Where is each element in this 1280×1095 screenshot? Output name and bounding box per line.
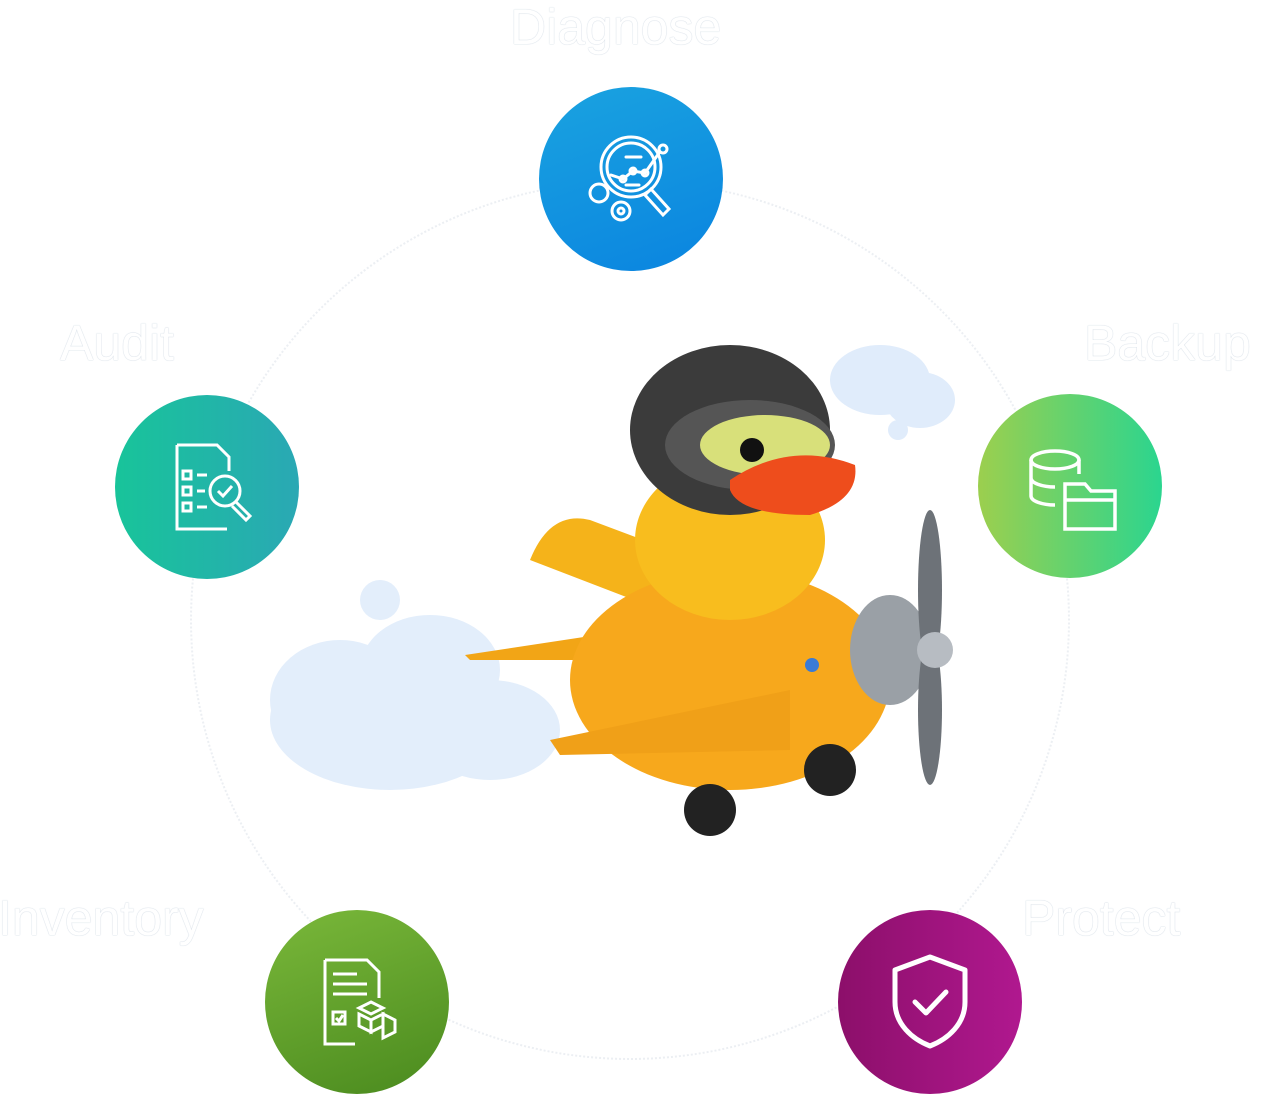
duck-airplane-illustration (270, 345, 955, 836)
label-diagnose: Diagnose (510, 0, 722, 55)
audit-node[interactable] (115, 395, 299, 579)
checklist-magnifier-icon (175, 443, 253, 531)
duck (630, 345, 856, 620)
inventory-node[interactable] (265, 910, 449, 1094)
label-inventory: Inventory (0, 890, 204, 946)
database-folder-icon (1029, 449, 1117, 531)
protect-node[interactable] (838, 910, 1022, 1094)
magnifier-chart-gears-icon (588, 135, 672, 222)
shield-check-icon (892, 954, 968, 1049)
label-audit: Audit (60, 315, 174, 371)
cloud-right (830, 345, 955, 440)
label-backup: Backup (1084, 315, 1251, 371)
document-boxes-icon (323, 958, 397, 1046)
plane-body (465, 510, 953, 836)
label-protect: Protect (1022, 890, 1181, 946)
cloud-left (270, 580, 560, 790)
backup-node[interactable] (978, 394, 1162, 578)
diagnose-node[interactable] (539, 87, 723, 271)
